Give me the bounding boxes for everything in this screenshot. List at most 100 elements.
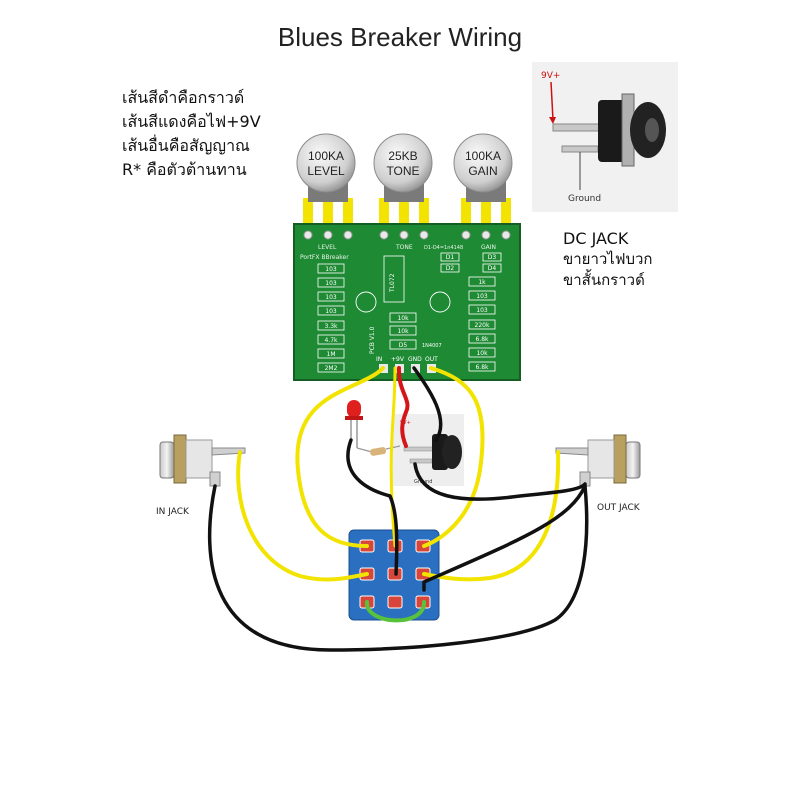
pcb-footprint — [317, 277, 345, 288]
wire-red-power — [396, 366, 410, 448]
wire-yellow-in-jack — [236, 450, 369, 582]
wire-yellow-out-jack — [422, 450, 561, 582]
pcb-left-component: 103 — [325, 280, 337, 287]
resistor-lead — [356, 447, 373, 453]
pcb-pad — [343, 230, 353, 240]
wire-yellow-pcb-out — [422, 366, 485, 548]
pcb-left-component: 103 — [325, 308, 337, 315]
pcb-left-component: 4.7k — [324, 337, 338, 344]
led-rim — [345, 416, 363, 420]
pot-lugs — [303, 198, 511, 230]
pcb-tone-label: TONE — [395, 244, 413, 251]
pcb-left-component: 1M — [327, 351, 336, 358]
pcb-footprint — [440, 252, 460, 262]
pcb-footprint — [317, 263, 345, 274]
tone-pot-lugs — [379, 198, 429, 230]
out-jack-tip-lug — [555, 447, 589, 456]
dc-small-barrel — [442, 435, 462, 469]
pcb-pad — [323, 230, 333, 240]
pcb-out-pad-label: OUT — [425, 356, 438, 363]
dc-small-plus-label: 9V+ — [400, 420, 411, 426]
wire-black-jack-ground — [207, 484, 589, 652]
gain-pot-name: GAIN — [468, 164, 497, 178]
dc-photo-plus-label: 9V+ — [541, 71, 560, 81]
level-pot-knob — [296, 133, 356, 193]
tone-pot-name: TONE — [386, 164, 419, 178]
pcb-footprint — [389, 339, 417, 350]
dc-small-pin-short — [409, 458, 433, 464]
pcb-right-component: 220k — [475, 322, 490, 329]
level-pot-lugs — [303, 198, 353, 230]
pcb-middle-component: D5 — [399, 342, 408, 349]
wires — [207, 366, 589, 652]
pcb-right-component: 103 — [476, 293, 488, 300]
level-pot-name: LEVEL — [307, 164, 345, 178]
pcb-right-component: 1k — [478, 279, 486, 286]
wire-black-out-to-switch — [422, 484, 587, 592]
pcb-board: LEVEL TONE D1-D4=1n4148 GAIN PortFX BBre… — [293, 223, 521, 381]
out-jack-label: OUT JACK — [597, 503, 641, 513]
dc-photo-long-pin — [552, 123, 602, 132]
pcb-pad — [379, 230, 389, 240]
pcb-left-component: 103 — [325, 266, 337, 273]
out-jack-body — [587, 439, 615, 479]
level-lug-2 — [323, 198, 333, 230]
pcb-pad — [481, 230, 491, 240]
pcb-footprint — [317, 291, 345, 302]
tone-pot-value: 25KB — [388, 149, 417, 163]
pcb-footprint — [468, 333, 496, 344]
pcb-footprint — [468, 347, 496, 358]
pcb-header-pads — [303, 230, 511, 240]
gain-pot-value: 100KA — [465, 149, 501, 163]
dc-jack-ground-note: ขาสั้นกราวด์ — [563, 271, 645, 289]
dc-photo-jack-body — [598, 100, 626, 162]
level-lug-1 — [303, 198, 313, 230]
pcb-footprint — [317, 305, 345, 316]
pcb-capacitor — [355, 291, 377, 313]
in-jack-nut — [173, 434, 187, 484]
dc-jack-description: DC JACK ขายาวไฟบวก ขาสั้นกราวด์ — [563, 228, 653, 291]
in-jack-sleeve — [159, 441, 175, 479]
dc-small-pin-long — [403, 446, 435, 452]
pcb-protect-diode-label: 1N4007 — [422, 343, 442, 349]
gain-lug-2 — [481, 198, 491, 230]
dc-photo-plus-arrow — [550, 81, 554, 121]
pcb-substrate — [293, 223, 521, 381]
pcb-footprint — [389, 325, 417, 336]
pcb-diode-note: D1-D4=1n4148 — [424, 245, 463, 251]
pcb-pad — [303, 230, 313, 240]
tone-lug-2 — [399, 198, 409, 230]
pcb-middle-component: 10k — [397, 315, 409, 322]
level-lug-3 — [343, 198, 353, 230]
in-jack-body — [185, 439, 213, 479]
pcb-left-component: 3.3k — [324, 323, 338, 330]
pcb-chip-label: TL072 — [389, 273, 396, 293]
in-jack-ground-lug — [209, 471, 221, 487]
led-indicator — [345, 400, 401, 456]
in-jack-tip-lug — [211, 447, 246, 456]
pcb-footprint — [317, 362, 345, 373]
pcb-footprint — [482, 252, 502, 262]
pcb-level-label: LEVEL — [318, 244, 337, 251]
dc-photo-short-pin — [561, 145, 599, 153]
wire-black-dc-ground — [413, 462, 587, 501]
dc-jack-positive-note: ขายาวไฟบวก — [563, 250, 653, 268]
dc-jack-photo: 9V+ Ground — [532, 62, 678, 212]
gain-pot: 100KA GAIN — [453, 133, 513, 202]
gain-pot-knob — [453, 133, 513, 193]
out-jack: OUT JACK — [555, 434, 641, 513]
out-jack-sleeve — [625, 441, 641, 479]
dc-photo-jack-hole — [645, 118, 659, 142]
legend-resistor-note: R* คือตัวต้านทาน — [122, 160, 247, 179]
dc-photo-ground-label: Ground — [568, 194, 601, 204]
pcb-pad — [501, 230, 511, 240]
pcb-diode: D4 — [488, 265, 497, 272]
pcb-gnd-pad-label: GND — [408, 356, 422, 363]
pcb-footprint — [440, 263, 460, 273]
pcb-footprint — [317, 334, 345, 345]
wire-yellow-pcb-in — [295, 366, 385, 548]
pcb-gain-label: GAIN — [481, 244, 496, 251]
resistor-body — [370, 447, 387, 456]
pcb-footprint — [389, 312, 417, 323]
